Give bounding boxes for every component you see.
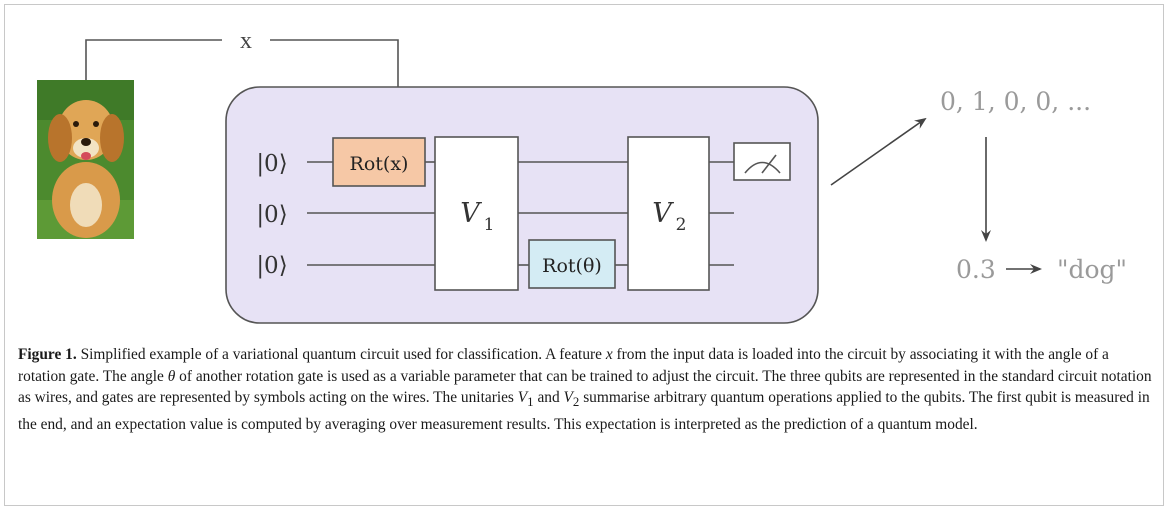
v1-gate: V 1: [434, 136, 519, 291]
v2-subscript: 2: [676, 215, 687, 235]
circuit-background: [225, 86, 819, 324]
rot-theta-label: Rot(θ): [542, 255, 602, 277]
figure-frame: [4, 4, 1164, 506]
v1-subscript: 1: [484, 215, 495, 235]
ket-label-1: |0⟩: [256, 151, 287, 177]
prediction-text: "dog": [1057, 255, 1127, 284]
dog-photo: [37, 80, 134, 239]
expectation-text: 0.3: [956, 255, 996, 284]
figure-caption: Figure 1. Simplified example of a variat…: [18, 346, 1152, 433]
rot-x-label: Rot(x): [350, 153, 409, 175]
ket-label-3: |0⟩: [256, 253, 287, 279]
ket-label-2: |0⟩: [256, 202, 287, 228]
v1-label: V: [460, 198, 482, 229]
rot-x-gate: Rot(x): [332, 137, 426, 187]
qubit-wires: [307, 161, 734, 266]
bitstring-text: 0, 1, 0, 0, ...: [940, 87, 1091, 116]
v2-label: V: [652, 198, 674, 229]
meter-icon: [733, 142, 791, 181]
output-arrow: [830, 117, 927, 186]
caption-label: Figure 1.: [18, 346, 77, 363]
circuit-figure: x |0⟩ |0⟩ |0⟩ Rot(x) V 1 Rot(θ) V 2: [37, 28, 1127, 324]
v2-gate: V 2: [627, 136, 710, 291]
input-label: x: [240, 28, 252, 54]
rot-theta-gate: Rot(θ): [528, 239, 616, 289]
